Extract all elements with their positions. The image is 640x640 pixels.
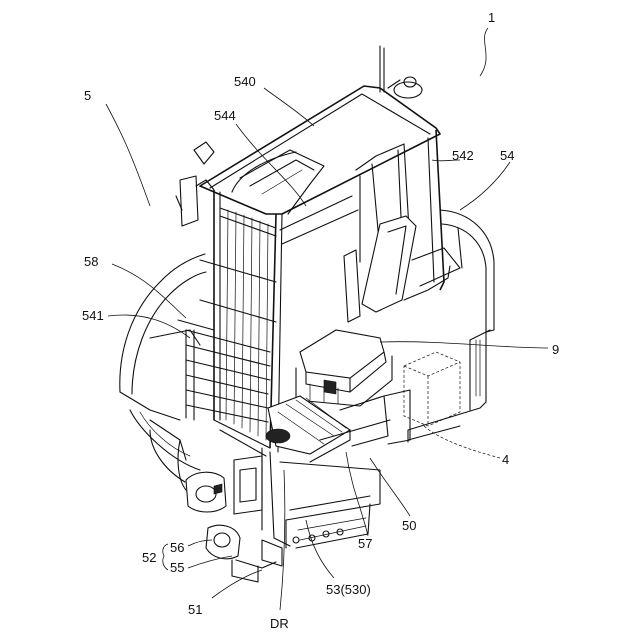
label-53-530: 53(530) [326,582,371,597]
dashed-component-4 [404,352,460,426]
label-544: 544 [214,108,236,123]
reference-labels: 1 5 540 544 542 54 58 541 9 4 50 57 56 5… [82,10,559,631]
label-55: 55 [170,560,184,575]
label-540: 540 [234,74,256,89]
label-9: 9 [552,342,559,357]
door-grille [178,208,276,440]
label-4: 4 [502,452,509,467]
vehicle-fender [120,254,206,482]
label-1: 1 [488,10,495,25]
label-56: 56 [170,540,184,555]
label-52: 52 [142,550,156,565]
label-58: 58 [84,254,98,269]
label-DR: DR [270,616,289,631]
label-57: 57 [358,536,372,551]
lower-frame [150,420,380,582]
label-51: 51 [188,602,202,617]
label-54: 54 [500,148,514,163]
label-542: 542 [452,148,474,163]
label-50: 50 [402,518,416,533]
label-5: 5 [84,88,91,103]
label-541: 541 [82,308,104,323]
operator-seat [296,216,460,406]
vehicle-body [408,210,494,442]
